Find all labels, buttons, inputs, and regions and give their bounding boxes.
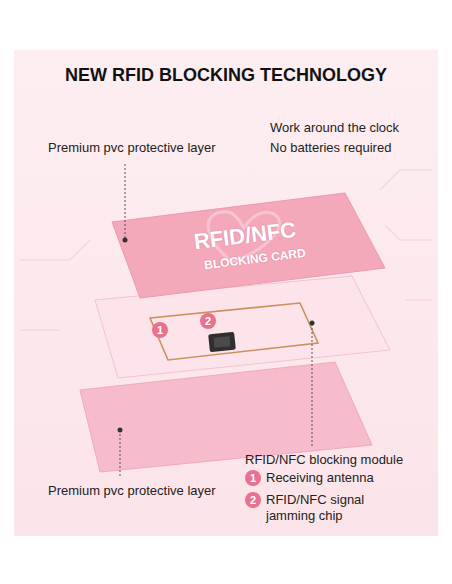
- background-panel: [14, 50, 438, 536]
- leader-dot: [310, 321, 315, 326]
- layer-label: Premium pvc protective layer: [48, 140, 248, 156]
- top-pvc-layer: [112, 193, 385, 298]
- layer-label: Premium pvc protective layer: [48, 483, 248, 499]
- part-label: RFID/NFC signal jamming chip: [266, 492, 416, 525]
- callout-number: 2: [245, 492, 261, 508]
- jamming-chip: [208, 332, 236, 353]
- callout-number: 1: [152, 322, 168, 338]
- receiving-antenna: [150, 303, 318, 360]
- callout-circle: [245, 470, 261, 486]
- leader-dot: [123, 238, 128, 243]
- module-label: RFID/NFC blocking module: [245, 452, 435, 468]
- leader-lines: [120, 164, 312, 478]
- callout-number: 1: [245, 470, 261, 486]
- callout-circle: [245, 492, 261, 508]
- callout-number: 2: [200, 313, 216, 329]
- callout-circle: [200, 313, 216, 329]
- feature-note: No batteries required: [270, 140, 435, 156]
- callout-circle: [152, 322, 168, 338]
- feature-note: Work around the clock: [270, 120, 435, 136]
- page-title: NEW RFID BLOCKING TECHNOLOGY: [0, 64, 452, 87]
- leader-dot: [118, 428, 123, 433]
- part-label: Receiving antenna: [266, 470, 431, 486]
